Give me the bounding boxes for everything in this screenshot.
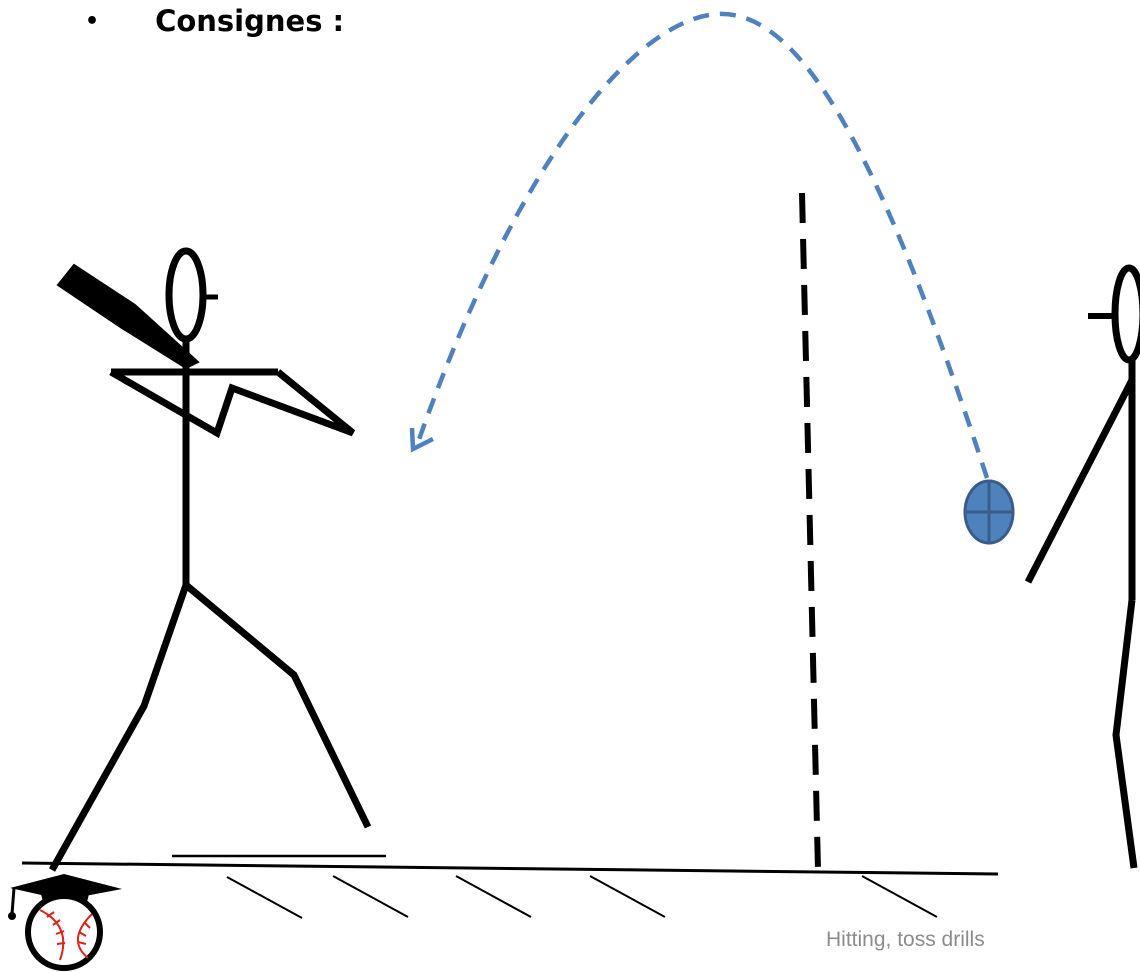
batter-head (165, 247, 207, 343)
bullet: • (85, 8, 100, 34)
ground-line (21, 861, 999, 876)
ball (963, 479, 1015, 545)
heading: • Consignes : (85, 4, 344, 38)
divider-line (799, 192, 821, 871)
ground-hatching (226, 875, 938, 919)
ground (21, 854, 999, 919)
bat (56, 263, 200, 370)
toss-trajectory-arrow (409, 11, 990, 479)
heading-text: Consignes : (155, 4, 345, 38)
tosser-head (1111, 264, 1140, 364)
logo-baseball-cap (8, 874, 122, 971)
tosser-figure (1024, 264, 1140, 869)
caption: Hitting, toss drills (826, 928, 985, 951)
batter-figure (48, 247, 372, 872)
